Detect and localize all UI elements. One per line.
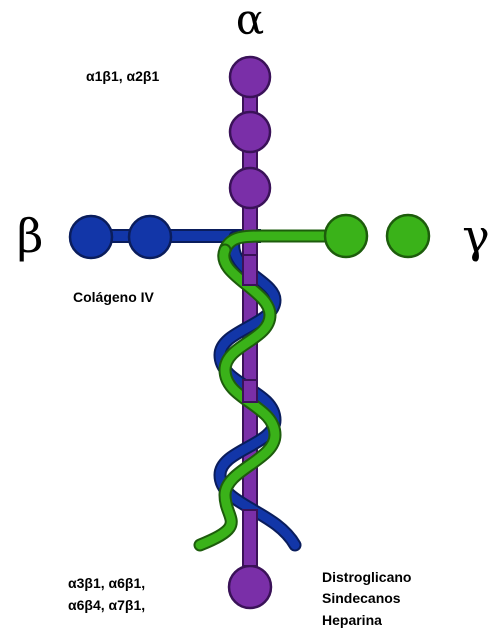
beta-symbol: β [17,209,44,263]
alpha-globule-1 [230,57,270,97]
gamma-globule-1 [325,215,367,257]
alpha-symbol: α [236,0,264,44]
gamma-symbol: γ [462,209,489,263]
alpha-globule-2 [230,112,270,152]
gamma-globule-2 [387,215,429,257]
bottom-ligand-line-2: Sindecanos [322,590,401,606]
bottom-receptors-line-1: α3β1, α6β1, [68,575,145,591]
beta-ligand-label: Colágeno IV [73,289,155,305]
bottom-receptors-line-2: α6β4, α7β1, [68,597,145,613]
beta-globule-2 [129,216,171,258]
alpha-lg-domain [229,566,271,608]
alpha-receptors-label: α1β1, α2β1 [86,68,159,84]
beta-globule-1 [70,216,112,258]
alpha-globule-3 [230,168,270,208]
bottom-ligand-line-3: Heparina [322,612,382,628]
bottom-ligand-line-1: Distroglicano [322,569,411,585]
